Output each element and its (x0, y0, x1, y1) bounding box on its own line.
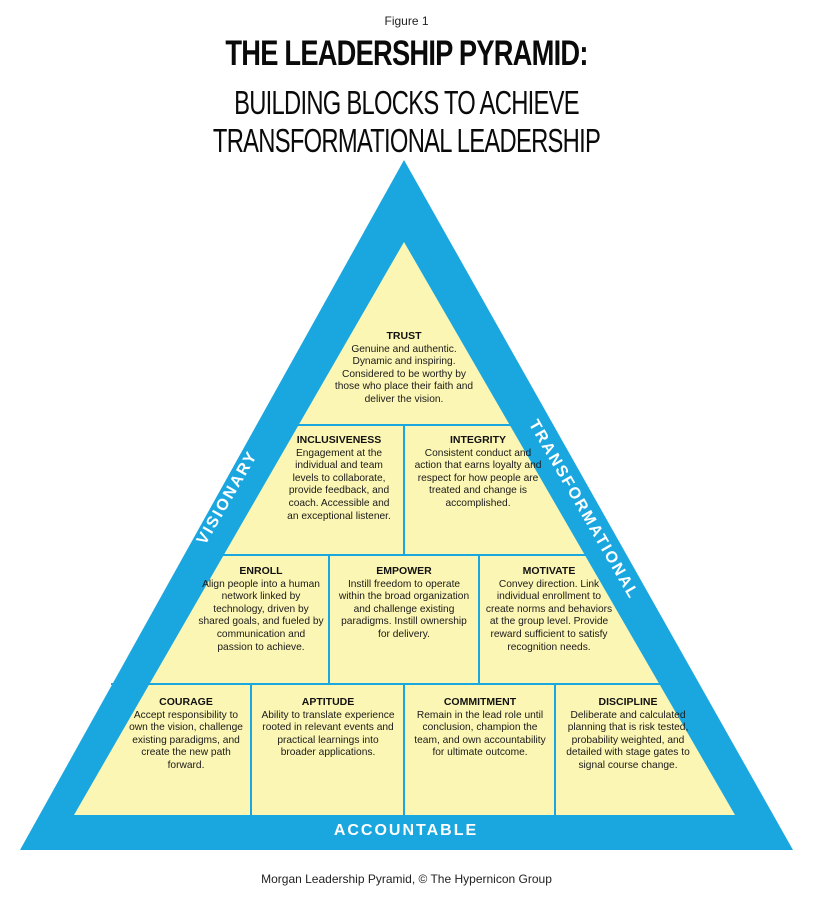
block-motivate: MOTIVATE Convey direction. Link individu… (484, 565, 614, 654)
block-empower-title: EMPOWER (376, 565, 432, 577)
block-discipline-title: DISCIPLINE (598, 696, 658, 708)
block-motivate-desc: Convey direction. Link individual enroll… (485, 578, 613, 653)
block-inclusiveness-desc: Engagement at the individual and team le… (287, 447, 391, 522)
block-trust-title: TRUST (386, 330, 422, 342)
source-caption: Morgan Leadership Pyramid, © The Hyperni… (261, 872, 552, 886)
block-empower: EMPOWER Instill freedom to operate withi… (336, 565, 472, 642)
block-commitment-desc: Remain in the lead role until conclusion… (414, 709, 546, 759)
block-courage-title: COURAGE (159, 696, 213, 708)
block-aptitude: APTITUDE Ability to translate experience… (260, 696, 396, 760)
block-courage: COURAGE Accept responsibility to own the… (128, 696, 244, 773)
block-commitment: COMMITMENT Remain in the lead role until… (411, 696, 549, 760)
block-empower-desc: Instill freedom to operate within the br… (338, 578, 470, 640)
block-enroll-desc: Align people into a human network linked… (198, 578, 324, 653)
side-label-accountable: ACCOUNTABLE (333, 822, 479, 839)
block-aptitude-desc: Ability to translate experience rooted i… (261, 709, 395, 759)
block-trust-desc: Genuine and authentic. Dynamic and inspi… (334, 343, 474, 405)
block-inclusiveness: INCLUSIVENESS Engagement at the individu… (283, 434, 395, 523)
block-discipline-desc: Deliberate and calculated planning that … (566, 709, 690, 771)
block-trust: TRUST Genuine and authentic. Dynamic and… (334, 330, 474, 407)
block-commitment-title: COMMITMENT (443, 696, 517, 708)
block-courage-desc: Accept responsibility to own the vision,… (129, 709, 243, 771)
block-integrity-desc: Consistent conduct and action that earns… (414, 447, 542, 509)
block-enroll-title: ENROLL (239, 565, 283, 577)
figure-label: Figure 1 (384, 14, 429, 28)
block-dividers (111, 424, 697, 815)
block-discipline: DISCIPLINE Deliberate and calculated pla… (562, 696, 694, 773)
block-inclusiveness-title: INCLUSIVENESS (296, 434, 382, 446)
block-motivate-title: MOTIVATE (522, 565, 576, 577)
block-integrity: INTEGRITY Consistent conduct and action … (412, 434, 544, 511)
pyramid-title: THE LEADERSHIP PYRAMID: (225, 34, 588, 73)
pyramid-subtitle: BUILDING BLOCKS TO ACHIEVE TRANSFORMATIO… (212, 84, 601, 159)
block-enroll: ENROLL Align people into a human network… (198, 565, 324, 654)
block-aptitude-title: APTITUDE (301, 696, 355, 708)
block-integrity-title: INTEGRITY (449, 434, 506, 446)
